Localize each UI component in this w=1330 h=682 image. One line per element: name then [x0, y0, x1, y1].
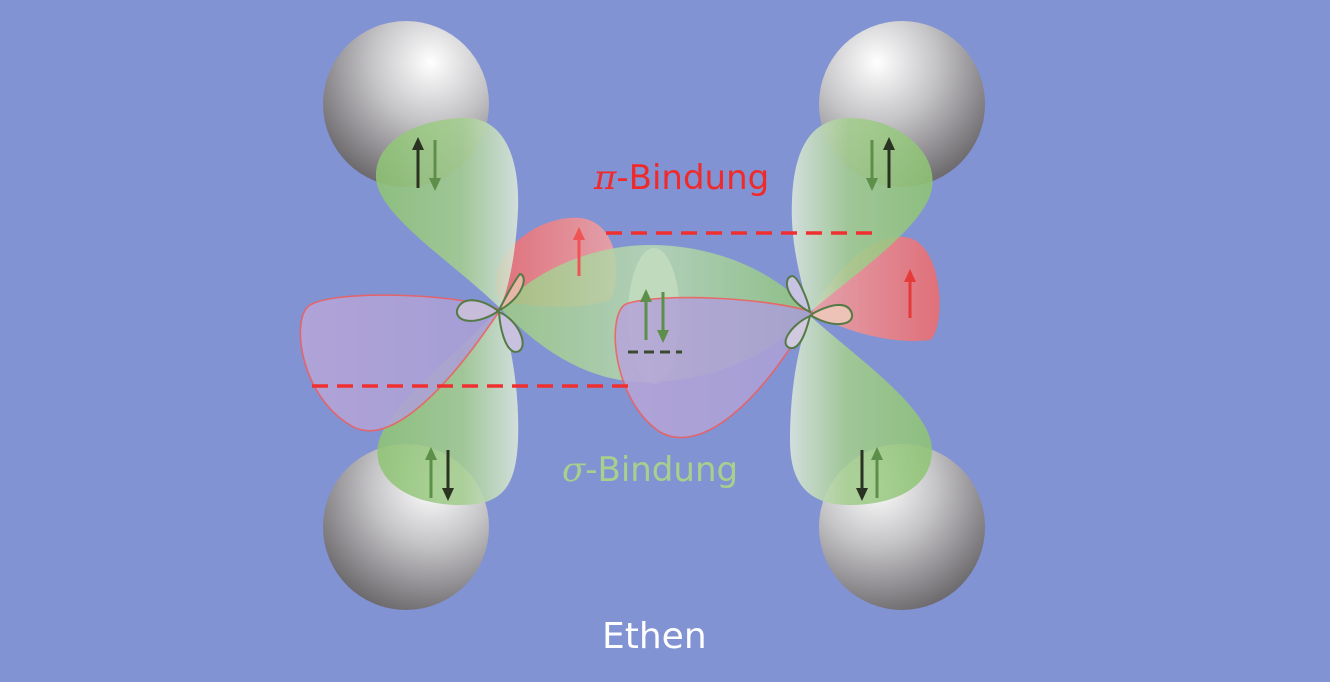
pi-bond-label: π-Bindung — [594, 158, 770, 198]
electron-pair-top-left — [412, 137, 441, 191]
p-orbital-lobe-left — [299, 294, 502, 432]
pi-electron-right — [904, 269, 916, 318]
electron-pair-bottom-left — [425, 447, 454, 501]
molecule-title: Ethen — [602, 616, 707, 657]
electron-pair-sigma-cc — [640, 289, 669, 343]
electron-pair-top-right — [866, 137, 895, 191]
sp2-orbital-lobe-top-right — [791, 118, 933, 312]
sigma-bond-label: σ-Bindung — [562, 450, 739, 490]
sp2-orbital-lobe-top-left — [375, 118, 519, 308]
sp2-orbital-lobe-bottom-left — [377, 308, 519, 505]
carbon-nucleus-right — [784, 274, 854, 350]
carbon-nucleus-left — [455, 272, 525, 354]
sp2-orbital-lobe-bottom-right — [790, 316, 932, 505]
electron-pair-bottom-right — [856, 447, 883, 501]
pi-electron-left — [573, 227, 585, 276]
